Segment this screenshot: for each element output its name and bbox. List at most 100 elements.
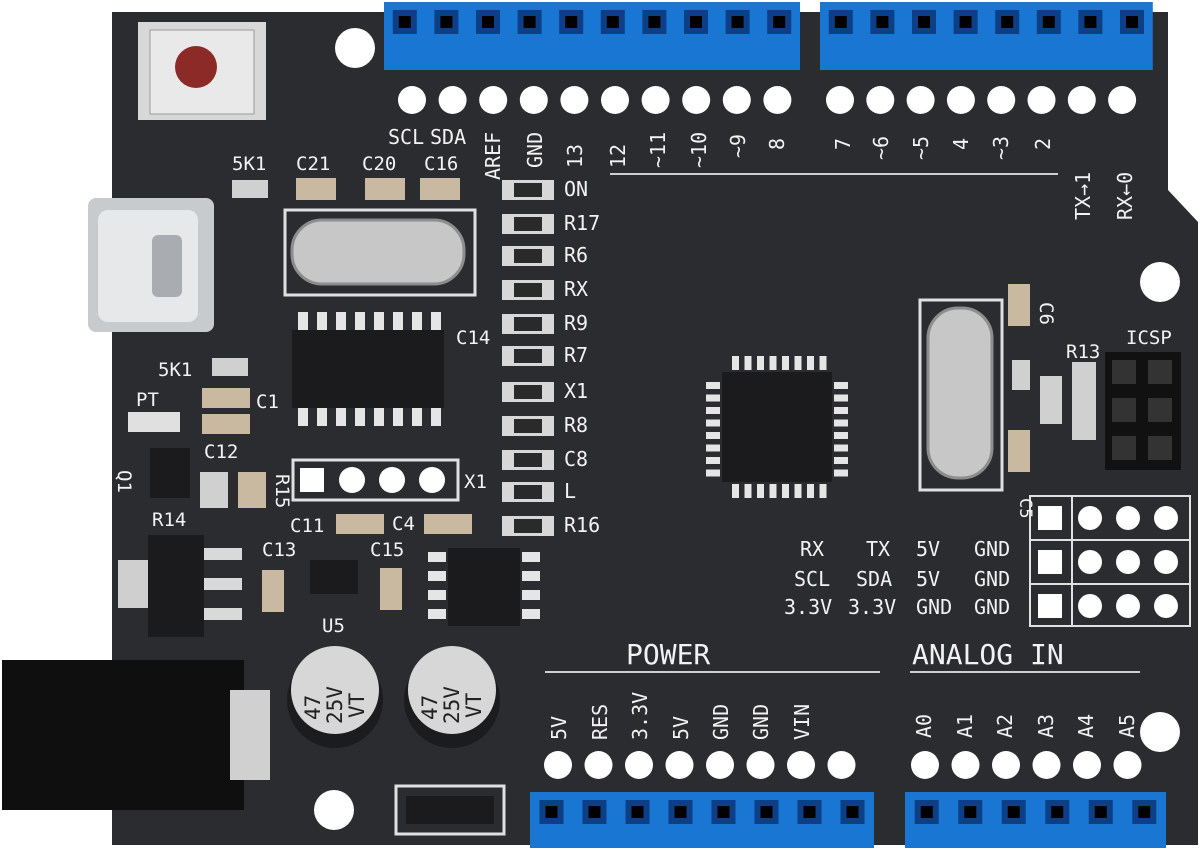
header-hole (1051, 806, 1064, 818)
cap-text-left-2: 25V (323, 686, 347, 724)
cap-text-left: 47 (301, 695, 325, 720)
x1-pin-header[interactable] (291, 458, 460, 502)
pad (601, 86, 629, 114)
smd-component-stack (502, 180, 554, 536)
header-hole (674, 806, 687, 818)
power-header[interactable] (530, 792, 874, 848)
pad (1032, 751, 1061, 779)
label-c12: C12 (204, 441, 238, 463)
label-rx-led: RX (564, 277, 588, 301)
smd-part-body (514, 249, 542, 263)
pad (951, 751, 980, 779)
io-label: RX (800, 537, 824, 561)
label-scl: SCL (388, 125, 424, 149)
label-aref: AREF (481, 132, 505, 180)
microcontroller-chip (706, 356, 848, 498)
label-r6: R6 (564, 243, 588, 267)
pad (625, 751, 653, 779)
chip-pin (807, 484, 814, 498)
label-d12: 12 (606, 144, 630, 168)
chip-pin (393, 408, 403, 426)
pad (746, 751, 775, 779)
chip-pin (706, 419, 720, 427)
smd-part-body (514, 385, 542, 399)
header-hole (648, 16, 661, 28)
label-r16: R16 (564, 513, 600, 537)
header-hole (545, 806, 558, 818)
label-r9: R9 (564, 311, 588, 335)
chip-pin (782, 484, 789, 498)
header-hole (731, 16, 744, 28)
smd-part-body (514, 183, 542, 197)
pad (992, 751, 1020, 779)
label-c21: C21 (296, 153, 330, 175)
smd-part-body (514, 317, 542, 331)
header-hole (482, 16, 494, 28)
header-hole (1094, 806, 1107, 818)
label-d5: ~5 (909, 136, 933, 160)
pad (706, 751, 734, 779)
pad (722, 86, 751, 114)
header-hole (920, 806, 933, 818)
header-hole (606, 16, 619, 28)
chip-body (448, 548, 520, 626)
analog-pin-label: A0 (912, 714, 936, 738)
chip-pin (834, 469, 848, 477)
chip-pin (522, 552, 540, 562)
chip-pin (298, 312, 308, 330)
chip-pin (819, 484, 827, 498)
chip-pin (317, 312, 327, 330)
chip-pin (834, 457, 848, 464)
dc-barrel-jack[interactable] (2, 660, 270, 810)
digital-header-right[interactable] (820, 2, 1153, 70)
chip-pin (782, 356, 789, 370)
usb-c-connector[interactable] (88, 198, 214, 332)
pad (560, 86, 589, 114)
label-5k1-left: 5K1 (158, 359, 192, 381)
smd-part-body (514, 419, 542, 433)
mounting-hole (1140, 712, 1180, 752)
chip-pin (794, 484, 802, 498)
chip-body (292, 330, 444, 408)
chip-pin (732, 484, 739, 498)
pad (1073, 751, 1101, 779)
chip-pin (428, 571, 446, 581)
reset-button[interactable] (138, 22, 266, 120)
label-c6: C6 (1035, 302, 1057, 325)
chip-pin (706, 444, 720, 452)
mounting-hole (1140, 262, 1180, 302)
pad (584, 751, 613, 779)
chip-pin (522, 571, 540, 581)
icsp-header[interactable] (1105, 352, 1181, 470)
cap-text-right-3: VT (462, 692, 486, 718)
label-tx: TX→1 (1071, 172, 1095, 220)
io-breakout-grid[interactable] (1029, 495, 1191, 627)
io-label: SCL (794, 567, 830, 591)
label-sda: SDA (430, 125, 466, 149)
header-body[interactable] (820, 2, 1153, 70)
analog-pin-label: A1 (953, 714, 977, 738)
chip-pin (428, 590, 446, 600)
header-hole (1001, 16, 1014, 28)
cap-text-right-1: 47 (418, 695, 442, 720)
chip-pin (834, 419, 848, 427)
label-c13: C13 (262, 539, 296, 561)
power-pin-label: RES (588, 704, 612, 740)
io-label: 3.3V (784, 595, 832, 619)
chip-pin (769, 356, 777, 370)
power-title: POWER (626, 638, 710, 671)
header-body[interactable] (530, 792, 874, 848)
chip-pin (374, 408, 384, 426)
analog-header[interactable] (905, 792, 1166, 848)
label-d4: 4 (949, 138, 973, 150)
header-hole (918, 16, 930, 28)
cap-text-left-3: VT (345, 692, 369, 718)
smd-part-body (514, 349, 542, 363)
chip-pin (757, 356, 764, 370)
digital-header-left[interactable] (384, 2, 800, 70)
header-body[interactable] (905, 792, 1166, 848)
label-r7: R7 (564, 343, 588, 367)
electrolytic-capacitor (404, 646, 500, 748)
